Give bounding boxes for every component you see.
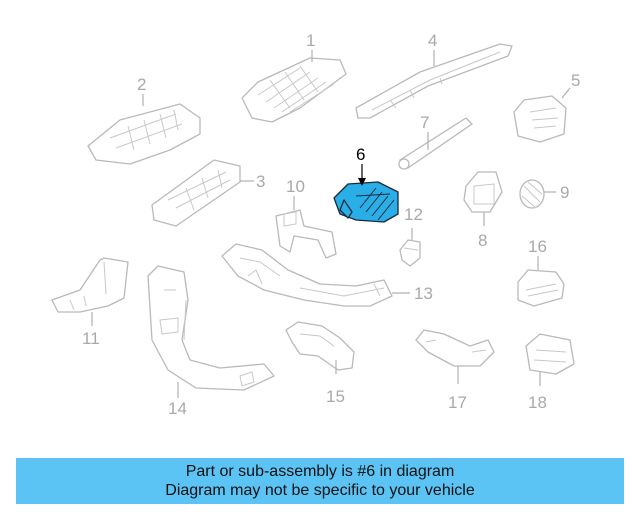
part-13-lower-duct[interactable]: 13 bbox=[221, 243, 433, 307]
callout-7: 7 bbox=[420, 113, 429, 132]
callout-1: 1 bbox=[306, 31, 315, 50]
part-1-defroster-vent[interactable]: 1 bbox=[241, 31, 347, 123]
part-17-duct[interactable]: 17 bbox=[415, 329, 495, 412]
part-2-vent-assembly[interactable]: 2 bbox=[87, 75, 201, 165]
part-16-grille[interactable]: 16 bbox=[517, 237, 565, 307]
callout-15: 15 bbox=[326, 387, 345, 406]
callout-5: 5 bbox=[571, 71, 580, 90]
part-6-highlighted-vent[interactable]: 6 bbox=[333, 145, 399, 223]
part-5-side-vent[interactable]: 5 bbox=[513, 71, 580, 143]
banner-line-2: Diagram may not be specific to your vehi… bbox=[165, 482, 475, 499]
callout-4: 4 bbox=[428, 31, 437, 50]
callout-9: 9 bbox=[560, 183, 569, 202]
part-11-side-duct[interactable]: 11 bbox=[51, 257, 129, 348]
part-4-defroster-duct[interactable]: 4 bbox=[355, 31, 513, 119]
callout-13: 13 bbox=[414, 284, 433, 303]
part-7-hose[interactable]: 7 bbox=[398, 113, 473, 170]
callout-16: 16 bbox=[528, 237, 547, 256]
part-10-bracket[interactable]: 10 bbox=[275, 177, 337, 259]
callout-14: 14 bbox=[168, 399, 187, 418]
callout-10: 10 bbox=[286, 177, 305, 196]
callout-6: 6 bbox=[356, 145, 365, 164]
callout-3: 3 bbox=[256, 172, 265, 191]
part-14-floor-duct[interactable]: 14 bbox=[147, 265, 275, 418]
callout-17: 17 bbox=[448, 393, 467, 412]
part-3-vent-grille[interactable]: 3 bbox=[151, 159, 265, 227]
callout-11: 11 bbox=[82, 329, 100, 348]
part-18-box-vent[interactable]: 18 bbox=[525, 333, 575, 412]
callout-8: 8 bbox=[478, 231, 487, 250]
part-12-clip[interactable]: 12 bbox=[399, 205, 423, 267]
part-15-connector[interactable]: 15 bbox=[285, 321, 355, 406]
part-9-round-vent[interactable]: 9 bbox=[519, 179, 569, 209]
part-8-outlet[interactable]: 8 bbox=[463, 171, 503, 250]
info-banner: Part or sub-assembly is #6 in diagram Di… bbox=[16, 458, 624, 504]
parts-diagram: 1 2 3 4 5 6 bbox=[51, 31, 580, 418]
callout-2: 2 bbox=[137, 75, 146, 94]
banner-line-1: Part or sub-assembly is #6 in diagram bbox=[185, 463, 455, 480]
callout-18: 18 bbox=[528, 393, 547, 412]
callout-12: 12 bbox=[404, 205, 423, 224]
